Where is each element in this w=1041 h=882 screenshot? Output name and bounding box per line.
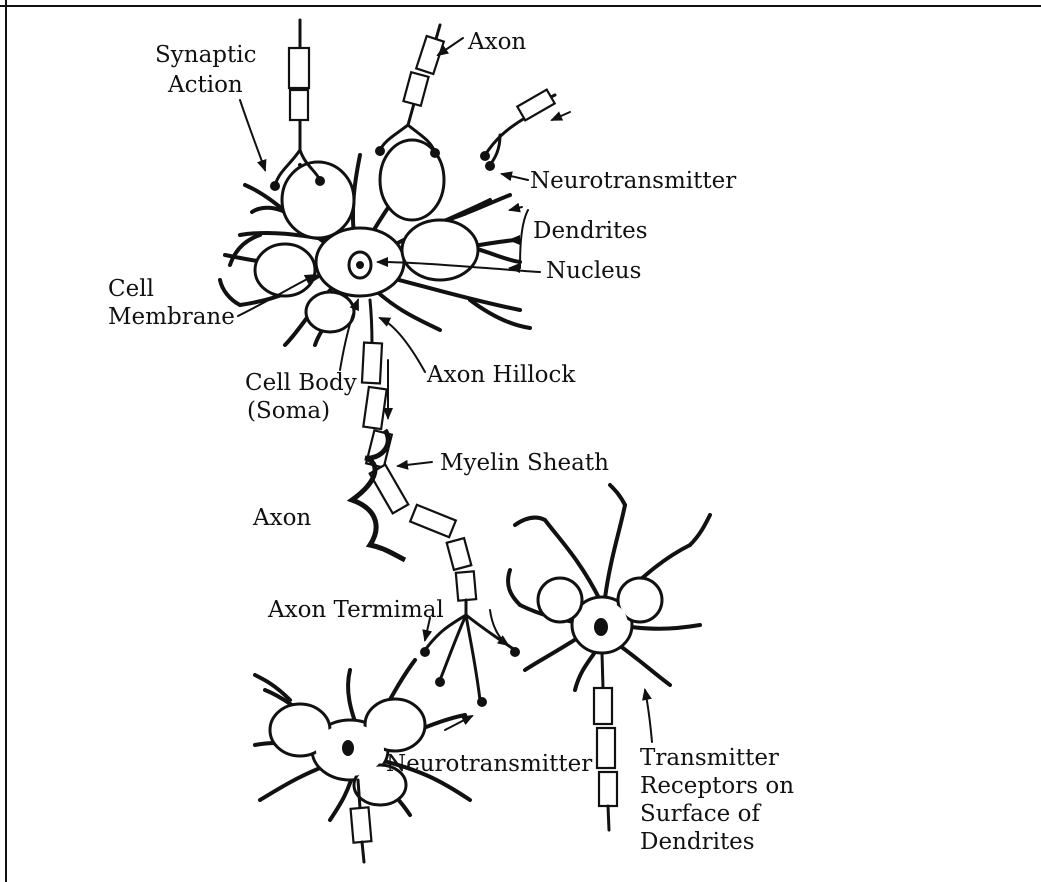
label-cell-body: Cell Body (245, 370, 357, 396)
label-surface-of: Surface of (640, 801, 761, 827)
label-nucleus: Nucleus (546, 258, 641, 284)
label-axon-top: Axon (467, 29, 526, 55)
label-soma: (Soma) (247, 398, 330, 424)
label-cell: Cell (108, 276, 154, 302)
label-myelin-sheath: Myelin Sheath (440, 450, 609, 476)
label-action: Action (167, 72, 243, 98)
label-axon-hillock: Axon Hillock (426, 362, 576, 388)
label-membrane: Membrane (108, 304, 235, 330)
label-neurotransmitter-top: Neurotransmitter (530, 168, 736, 194)
top-neuron (220, 20, 555, 345)
label-synaptic: Synaptic (155, 42, 256, 68)
label-dendrites-bottom: Dendrites (640, 829, 755, 855)
label-axon-brace: Axon (252, 505, 311, 531)
label-dendrites: Dendrites (533, 218, 648, 244)
label-receptors-on: Receptors on (640, 773, 794, 799)
label-neurotransmitter-bottom: Neurotransmitter (386, 751, 592, 777)
label-axon-terminal: Axon Termimal (267, 597, 444, 623)
label-transmitter: Transmitter (640, 745, 779, 771)
